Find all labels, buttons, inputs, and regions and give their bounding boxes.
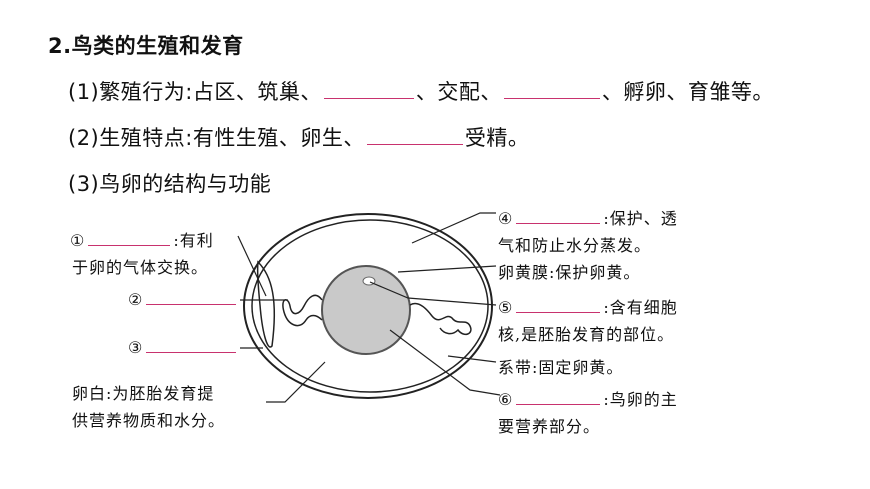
leader-4 [411, 212, 496, 244]
label-5: ⑤:含有细胞 [498, 298, 678, 317]
section-title: 2.鸟类的生殖和发育 [48, 34, 244, 58]
label-1-line2: 于卵的气体交换。 [72, 258, 209, 277]
leader-6 [389, 329, 501, 396]
egg-shell [243, 213, 493, 399]
label-2: ② [128, 290, 239, 309]
label-6-line2: 要营养部分。 [498, 417, 601, 436]
answer-blank-label-4[interactable] [516, 222, 601, 224]
label-5-line2: 核,是胚胎发育的部位。 [498, 325, 675, 344]
leader-1 [237, 235, 267, 297]
question-3: (3)鸟卵的结构与功能 [68, 172, 272, 196]
label-chalaza: 系带:固定卵黄。 [498, 358, 624, 377]
egg-yolk [321, 265, 411, 355]
label-yolk-membrane: 卵黄膜:保护卵黄。 [498, 263, 641, 282]
label-egg-white-line2: 供营养物质和水分。 [72, 411, 226, 430]
answer-blank-label-6[interactable] [516, 403, 601, 405]
label-4: ④:保护、透 [498, 209, 678, 228]
shell-membrane [251, 219, 489, 393]
leader-yolk-membrane [397, 265, 497, 273]
question-2: (2)生殖特点:有性生殖、卵生、受精。 [68, 126, 530, 150]
leader-5 [369, 281, 497, 306]
answer-blank-label-1[interactable] [88, 244, 171, 246]
air-cell [256, 260, 276, 348]
label-4-line2: 气和防止水分蒸发。 [498, 236, 652, 255]
chalaza-right [409, 302, 472, 336]
label-1: ①:有利 [70, 231, 214, 250]
question-1: (1)繁殖行为:占区、筑巢、、交配、、孵卵、育雏等。 [68, 80, 774, 104]
answer-blank-label-5[interactable] [516, 311, 601, 313]
answer-blank-2[interactable] [503, 97, 600, 99]
label-6: ⑥:鸟卵的主 [498, 390, 678, 409]
answer-blank-3[interactable] [366, 143, 463, 145]
leader-chalaza [447, 355, 497, 363]
chalaza-left [282, 294, 323, 327]
answer-blank-1[interactable] [323, 97, 414, 99]
label-3: ③ [128, 338, 239, 357]
answer-blank-label-3[interactable] [146, 351, 237, 353]
leader-egg-white [266, 361, 326, 403]
answer-blank-label-2[interactable] [146, 303, 237, 305]
label-egg-white: 卵白:为胚胎发育提 [72, 384, 215, 403]
